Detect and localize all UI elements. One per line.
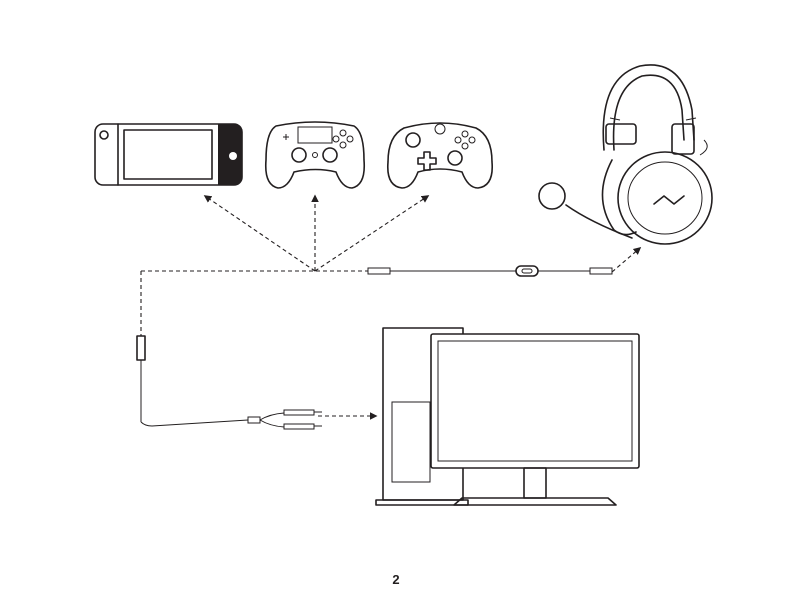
gamepad-icon <box>266 122 365 188</box>
headset-icon <box>539 65 712 244</box>
xbox-controller-icon <box>388 123 492 188</box>
extension-cable-with-inline-control <box>368 266 612 276</box>
page-number: 2 <box>0 572 792 587</box>
handheld-console-icon <box>95 124 242 185</box>
pc-splitter-cable <box>137 336 322 429</box>
